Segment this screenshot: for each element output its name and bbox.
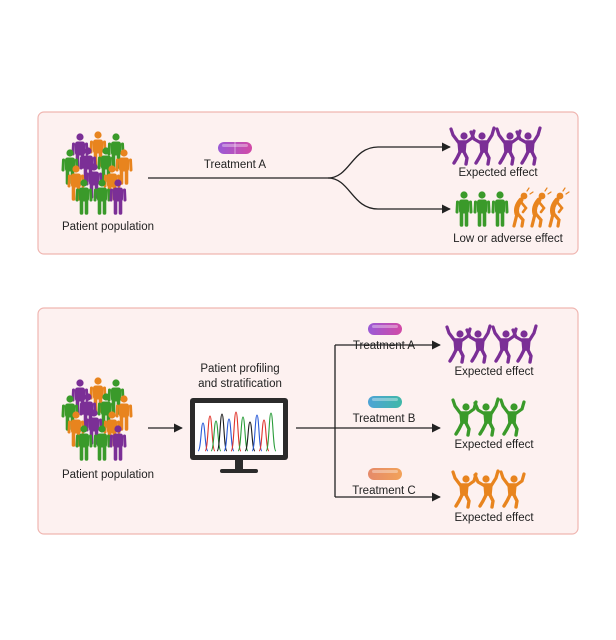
person-icon [465,324,492,364]
chromatogram-peak [244,421,256,452]
outcome-expected-label: Expected effect [458,167,538,179]
treatment-b-label: Treatment B [353,413,416,425]
monitor-icon [190,398,288,473]
treatment-a-label: Treatment A [353,340,416,352]
treatment-a-label: Treatment A [204,159,267,171]
person-icon [115,149,133,185]
expected-effect-people-icon [449,126,542,166]
person-icon [109,179,127,215]
adverse-effect-people-icon [455,187,570,228]
expected-effect-people-icon [451,469,526,509]
person-icon [445,325,472,364]
person-icon [449,127,476,166]
outcome-a-label: Expected effect [454,366,534,378]
person-icon [75,425,93,461]
expected-effect-people-icon [445,324,538,364]
pill-icon [368,468,402,480]
person-icon [473,469,500,509]
outcome-b-label: Expected effect [454,439,534,451]
person-icon [473,191,491,227]
chromatogram-icon [197,411,277,452]
chromatogram-peak [265,412,277,452]
patient-crowd-icon [61,131,133,215]
pill-icon [368,323,402,335]
person-icon [548,187,570,228]
pill-icon [218,142,252,154]
person-icon [109,425,127,461]
panel-background [37,307,579,535]
person-icon [75,179,93,215]
population-label: Patient population [62,221,154,233]
distribution-arrow-icon [296,340,441,502]
pill-icon [368,396,402,408]
panel-conventional: Patient population Treatment A Expected … [37,111,579,255]
person-icon [115,395,133,431]
person-icon [511,324,538,364]
person-icon [473,397,500,437]
chromatogram-peak [216,413,228,452]
person-icon [530,187,552,228]
person-icon [491,191,509,227]
outcome-c-label: Expected effect [454,512,534,524]
chromatogram-peak [237,416,249,452]
chromatogram-peak [258,419,270,452]
person-icon [491,325,518,364]
patient-crowd-icon [61,377,133,461]
person-icon [499,398,526,437]
chromatogram-peak [197,422,209,452]
treatment-c-label: Treatment C [352,485,415,497]
outcome-adverse-label: Low or adverse effect [453,233,564,245]
branch-arrow-icon [148,142,451,214]
person-icon [515,126,542,166]
expected-effect-people-icon [451,397,526,437]
person-icon [93,425,111,461]
profiling-label-line1: Patient profiling [200,363,279,375]
person-icon [93,179,111,215]
person-icon [499,470,526,509]
person-icon [469,126,496,166]
chromatogram-peak [230,411,242,452]
panel-stratified: Patient population Patient profiling and… [37,307,579,535]
chromatogram-peak [251,414,263,452]
profiling-label-line2: and stratification [198,378,282,390]
person-icon [512,187,534,228]
population-label: Patient population [62,469,154,481]
person-icon [451,470,478,509]
person-icon [455,191,473,227]
chromatogram-peak [223,418,235,452]
